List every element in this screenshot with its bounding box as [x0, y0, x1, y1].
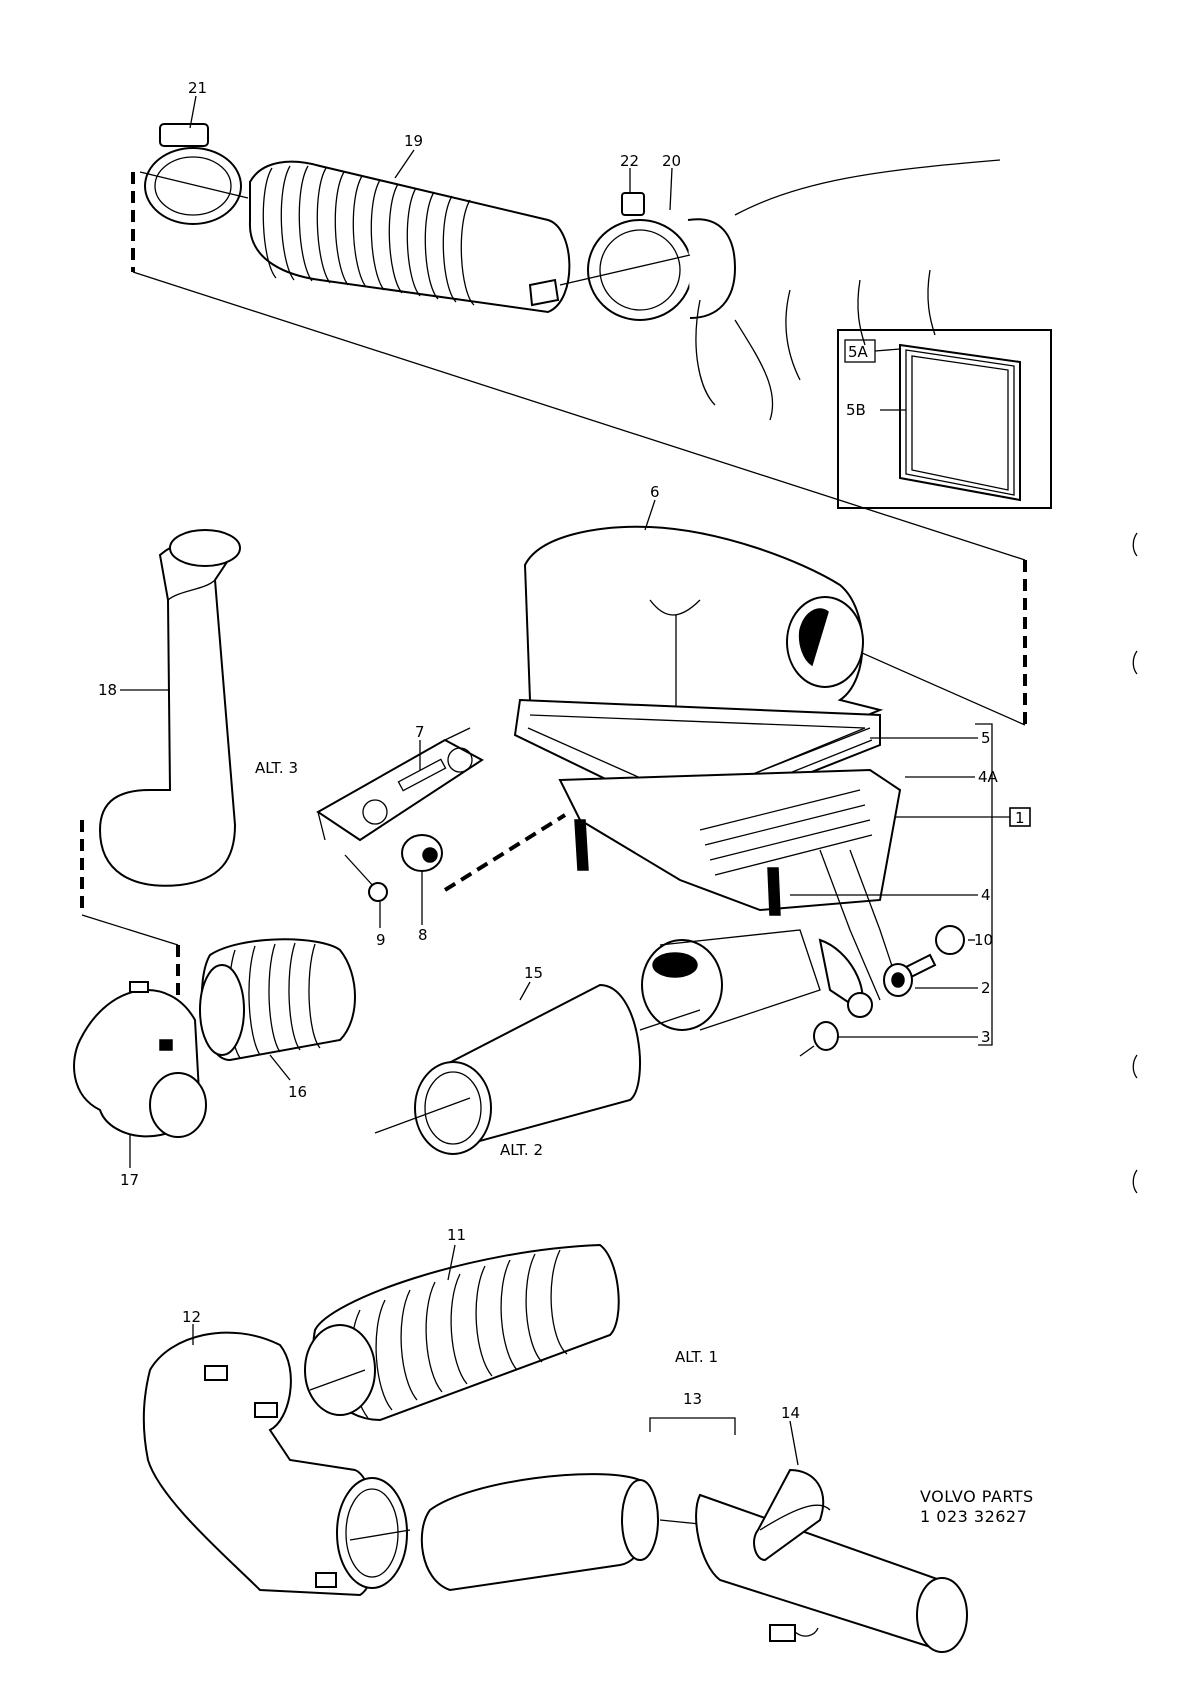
callout-13: 13 — [683, 1390, 702, 1408]
callout-6: 6 — [650, 483, 660, 501]
alt3-label: ALT. 3 — [255, 759, 298, 777]
callout-21: 21 — [188, 79, 207, 97]
stamp-number: 1 023 32627 — [920, 1507, 1027, 1526]
callout-4a: 4A — [978, 768, 999, 786]
callout-4: 4 — [981, 886, 991, 904]
callout-17: 17 — [120, 1171, 139, 1189]
callout-18: 18 — [98, 681, 117, 699]
margin-marks — [1132, 532, 1138, 1194]
callout-7: 7 — [415, 723, 425, 741]
alt-labels: ALT. 3 ALT. 2 ALT. 1 — [255, 759, 718, 1366]
alt2-label: ALT. 2 — [500, 1141, 543, 1159]
callout-8: 8 — [418, 926, 428, 944]
callout-5a: 5A — [848, 343, 869, 361]
alt3-group — [73, 529, 356, 1138]
callout-12: 12 — [182, 1308, 201, 1326]
callout-3: 3 — [981, 1028, 991, 1046]
callout-5b: 5B — [846, 401, 866, 419]
leader-lines — [120, 95, 1031, 1466]
callout-9: 9 — [376, 931, 386, 949]
callout-16: 16 — [288, 1083, 307, 1101]
callout-19: 19 — [404, 132, 423, 150]
callout-11: 11 — [447, 1226, 466, 1244]
callout-1: 1 — [1015, 809, 1025, 827]
alt1-group — [142, 1243, 968, 1653]
top-hose-assembly — [131, 123, 1026, 561]
callout-15: 15 — [524, 964, 543, 982]
alt2-group — [374, 983, 701, 1155]
fasteners — [799, 925, 965, 1057]
callout-20: 20 — [662, 152, 681, 170]
callout-22: 22 — [620, 152, 639, 170]
stamp-brand: VOLVO PARTS — [920, 1487, 1034, 1506]
alt1-label: ALT. 1 — [675, 1348, 718, 1366]
callout-2: 2 — [981, 979, 991, 997]
callout-5: 5 — [981, 729, 991, 747]
callout-14: 14 — [781, 1404, 800, 1422]
callout-10: 10 — [974, 931, 993, 949]
inset-filter-seal — [837, 329, 1052, 509]
volvo-parts-stamp: VOLVO PARTS 1 023 32627 — [920, 1487, 1034, 1526]
air-cleaner-assembly — [513, 525, 1027, 1031]
callout-labels: 21 19 22 20 5A 5B 6 18 7 5 4A 1 4 10 2 3… — [98, 79, 1025, 1422]
bracket-group — [316, 727, 567, 902]
